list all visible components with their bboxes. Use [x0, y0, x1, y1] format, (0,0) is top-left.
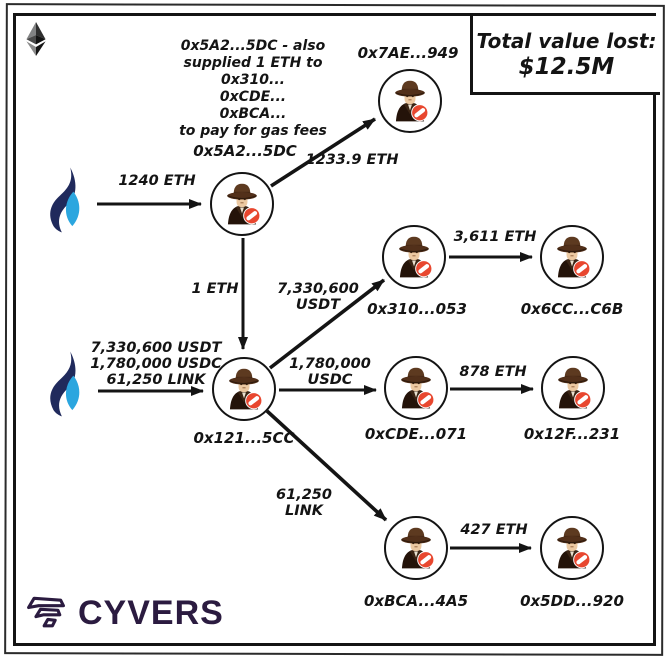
wallet-node-0x6CC — [540, 225, 604, 289]
wallet-address-label: 0xCDE...071 — [364, 425, 468, 443]
note-line: 0xBCA... — [219, 106, 287, 122]
wallet-address-label: 0x12F...231 — [523, 425, 621, 443]
wallet-address-label: 0xBCA...4A5 — [363, 592, 469, 610]
transfer-amount-label: 1 ETH — [191, 281, 239, 297]
transfer-amount-label-multi: 7,330,600 USDT — [258, 281, 378, 313]
wallet-node-0x5A2 — [210, 172, 274, 236]
ethereum-logo — [25, 22, 47, 56]
cyvers-wordmark: CYVERS — [78, 593, 224, 632]
transfer-amount-label-multi: 1,780,000 USDC — [270, 356, 390, 388]
transfer-amount-label: 3,611 ETH — [453, 229, 537, 245]
transfer-amount-label-multi: 61,250 LINK — [244, 487, 364, 519]
transfer-amount-line: USDT — [295, 297, 341, 314]
gas-fee-note: 0x5A2...5DC - also supplied 1 ETH to 0x3… — [128, 38, 378, 140]
hacker-spy-blocked-icon — [385, 76, 435, 126]
wallet-node-0x12F — [541, 356, 605, 420]
wallet-address-label: 0x310...053 — [367, 300, 467, 318]
hacker-spy-blocked-icon — [547, 523, 597, 573]
wallet-node-0x7AE — [378, 69, 442, 133]
note-line: 0x310... — [221, 72, 285, 88]
transfer-amount-line: 1,780,000 USDC — [90, 356, 222, 373]
transfer-amount-line: 1,780,000 — [289, 356, 371, 372]
wallet-address-label: 0x7AE...949 — [357, 44, 459, 62]
transfer-amount-label: 427 ETH — [460, 522, 528, 538]
total-value-lost-box: Total value lost: $12.5M — [470, 16, 660, 95]
total-value-lost-label: Total value lost: — [476, 28, 657, 53]
transfer-amount-label-multi: 7,330,600 USDT 1,780,000 USDC 61,250 LIN… — [71, 340, 241, 389]
transfer-amount-line: USDC — [307, 372, 353, 389]
transfer-amount-line: 61,250 — [276, 487, 332, 503]
wallet-address-label: 0x5A2...5DC — [193, 142, 297, 160]
note-line: 0xCDE... — [219, 89, 287, 105]
wallet-address-label: 0x121...5CC — [193, 429, 295, 447]
note-line: to pay for gas fees — [179, 123, 327, 139]
huobi-exchange-logo-top — [42, 166, 88, 236]
wallet-node-0xCDE — [384, 356, 448, 420]
note-line: supplied 1 ETH to — [183, 55, 323, 71]
wallet-address-label: 0x5DD...920 — [520, 592, 624, 610]
transfer-amount-line: LINK — [284, 503, 323, 520]
hacker-spy-blocked-icon — [548, 363, 598, 413]
cyvers-brand: CYVERS — [24, 592, 224, 634]
transfer-amount-line: 7,330,600 USDT — [90, 340, 222, 356]
transfer-amount-label: 878 ETH — [459, 364, 527, 380]
wallet-address-label: 0x6CC...C6B — [520, 300, 624, 318]
wallet-node-0xBCA — [384, 516, 448, 580]
transfer-amount-line: 61,250 LINK — [106, 372, 206, 389]
wallet-node-0x5DD — [540, 516, 604, 580]
wallet-node-0x310 — [382, 225, 446, 289]
total-value-lost-amount: $12.5M — [518, 53, 615, 80]
note-line: 0x5A2...5DC - also — [180, 38, 326, 54]
hacker-spy-blocked-icon — [217, 179, 267, 229]
hacker-spy-blocked-icon — [389, 232, 439, 282]
transfer-amount-line: 7,330,600 — [277, 281, 359, 297]
transfer-amount-label: 1240 ETH — [118, 173, 196, 189]
transfer-amount-label: 1233.9 ETH — [305, 152, 399, 168]
cyvers-layers-icon — [24, 592, 68, 634]
inner-border-frame — [13, 13, 656, 646]
wallet-node-0x121 — [212, 357, 276, 421]
